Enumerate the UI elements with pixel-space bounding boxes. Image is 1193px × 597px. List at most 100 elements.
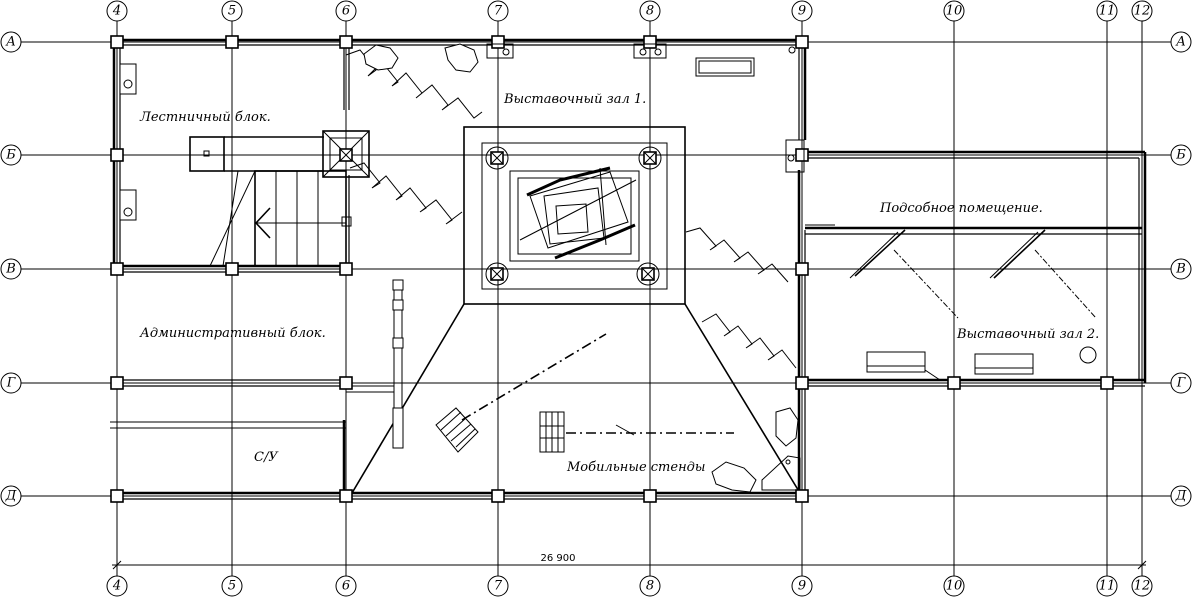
pedestal-blob-3 bbox=[775, 407, 799, 447]
corner-panel-dot bbox=[785, 459, 791, 465]
column-5-a bbox=[225, 35, 239, 49]
sculpture-line-1 bbox=[526, 166, 611, 197]
column-11-g bbox=[1100, 376, 1114, 390]
exhibition-hall-1 bbox=[345, 43, 797, 369]
dimension-label: 26 900 bbox=[541, 553, 576, 564]
partition-post-3 bbox=[392, 337, 404, 349]
column-9-v bbox=[795, 262, 809, 276]
room-label-stair-block: Лестничный блок. bbox=[139, 110, 271, 125]
diag-stand-2 bbox=[993, 229, 1046, 279]
hall2-table-link bbox=[924, 369, 941, 381]
partition-post-1 bbox=[392, 279, 404, 291]
hall2-round-pedestal bbox=[1079, 346, 1097, 364]
row-label-b-left: Б bbox=[5, 148, 16, 163]
zigzag-wall-1 bbox=[345, 49, 483, 119]
diag-stand-1 bbox=[854, 229, 906, 277]
row-label-b-right: Б bbox=[1175, 148, 1186, 163]
atrium-inner-3 bbox=[517, 177, 632, 255]
col-marker-11-top: 11 bbox=[1096, 0, 1118, 22]
row-marker-d-left: Д bbox=[0, 485, 22, 507]
col-marker-6-bottom: 6 bbox=[335, 575, 357, 597]
column-5-v bbox=[225, 262, 239, 276]
atrium-column-ne bbox=[638, 146, 662, 170]
col-label-5-bottom: 5 bbox=[228, 579, 236, 594]
col-label-10-top: 10 bbox=[946, 4, 963, 19]
dimension-tick-left bbox=[112, 560, 122, 570]
stair-diag-2 bbox=[222, 170, 239, 267]
col-marker-4-top: 4 bbox=[106, 0, 128, 22]
row-label-v-right: В bbox=[1175, 262, 1186, 277]
col-marker-8-top: 8 bbox=[639, 0, 661, 22]
col-marker-12-top: 12 bbox=[1131, 0, 1153, 22]
col-label-9-bottom: 9 bbox=[798, 579, 806, 594]
east-wing bbox=[849, 229, 1097, 381]
sculpture-rect-2 bbox=[543, 187, 605, 245]
row-axis-markers: А Б В Г Д А Б В Г Д bbox=[0, 31, 1192, 507]
column-4-b bbox=[110, 148, 124, 162]
stair-landing bbox=[189, 136, 225, 172]
room-label-mobile-stands: Мобильные стенды bbox=[566, 460, 705, 475]
overall-dimension: 26 900 bbox=[112, 553, 1147, 570]
col-label-10-bottom: 10 bbox=[946, 579, 963, 594]
col-marker-6-top: 6 bbox=[335, 0, 357, 22]
row-label-a-left: А bbox=[5, 35, 16, 50]
sink-bottom-bowl bbox=[123, 207, 133, 217]
zigzag-wall-3 bbox=[685, 227, 789, 283]
sculpture-rect-3 bbox=[555, 203, 589, 235]
column-9-d bbox=[795, 489, 809, 503]
col-label-12-top: 12 bbox=[1134, 4, 1151, 19]
row-marker-a-left: А bbox=[0, 31, 22, 53]
room-label-utility: Подсобное помещение. bbox=[879, 201, 1043, 216]
corner-panel bbox=[761, 455, 801, 491]
pedestal-blob-4 bbox=[711, 461, 757, 493]
row-marker-b-right: Б bbox=[1170, 144, 1192, 166]
zigzag-wall-2 bbox=[349, 162, 463, 225]
col-marker-5-top: 5 bbox=[221, 0, 243, 22]
atrium-outer bbox=[463, 126, 686, 305]
col-marker-5-bottom: 5 bbox=[221, 575, 243, 597]
pedestal-blob-2 bbox=[444, 43, 479, 73]
col-label-4-bottom: 4 bbox=[112, 579, 121, 594]
room-labels: Лестничный блок. Выставочный зал 1. Подс… bbox=[139, 92, 1099, 475]
row-marker-g-right: Г bbox=[1170, 372, 1192, 394]
col-label-5-top: 5 bbox=[228, 4, 236, 19]
column-8-a-dot-1 bbox=[639, 48, 647, 56]
column-9-a-dot bbox=[788, 46, 796, 54]
display-table-hall1 bbox=[695, 57, 755, 77]
trapezoid-right bbox=[684, 303, 801, 494]
row-marker-v-left: В bbox=[0, 258, 22, 280]
zigzag-wall-4 bbox=[701, 313, 797, 369]
dimension-tick-right bbox=[1137, 560, 1147, 570]
column-6-v bbox=[339, 262, 353, 276]
col-label-6-bottom: 6 bbox=[342, 579, 350, 594]
trapezoid-left bbox=[351, 303, 465, 494]
row-label-d-left: Д bbox=[5, 489, 17, 504]
column-9-a bbox=[795, 35, 809, 49]
column-6-d bbox=[339, 489, 353, 503]
atrium-column-sw bbox=[485, 262, 509, 286]
column-8-a-base bbox=[633, 43, 667, 59]
display-table-hall1-inner bbox=[698, 60, 752, 74]
col-marker-11-bottom: 11 bbox=[1096, 575, 1118, 597]
col-marker-7-top: 7 bbox=[487, 0, 509, 22]
partition-post-2 bbox=[392, 299, 404, 311]
column-9-b bbox=[795, 148, 809, 162]
row-marker-d-right: Д bbox=[1170, 485, 1192, 507]
row-marker-b-left: Б bbox=[0, 144, 22, 166]
sculpture-diag-2 bbox=[519, 179, 637, 241]
column-7-a-base bbox=[486, 43, 514, 59]
display-table-hall2-a bbox=[866, 351, 926, 373]
column-6-g bbox=[339, 376, 353, 390]
column-7-a-dot bbox=[502, 48, 510, 56]
col-label-8-bottom: 8 bbox=[646, 579, 654, 594]
column-9-b-dot bbox=[787, 154, 795, 162]
pedestal-blob-1 bbox=[363, 44, 399, 71]
partition-post-4 bbox=[392, 407, 404, 449]
column-9-g bbox=[795, 376, 809, 390]
room-label-wc: С/У bbox=[254, 450, 279, 465]
column-6-a bbox=[339, 35, 353, 49]
col-label-7-top: 7 bbox=[494, 4, 503, 19]
atrium-column-nw bbox=[485, 146, 509, 170]
col-label-4-top: 4 bbox=[112, 4, 121, 19]
